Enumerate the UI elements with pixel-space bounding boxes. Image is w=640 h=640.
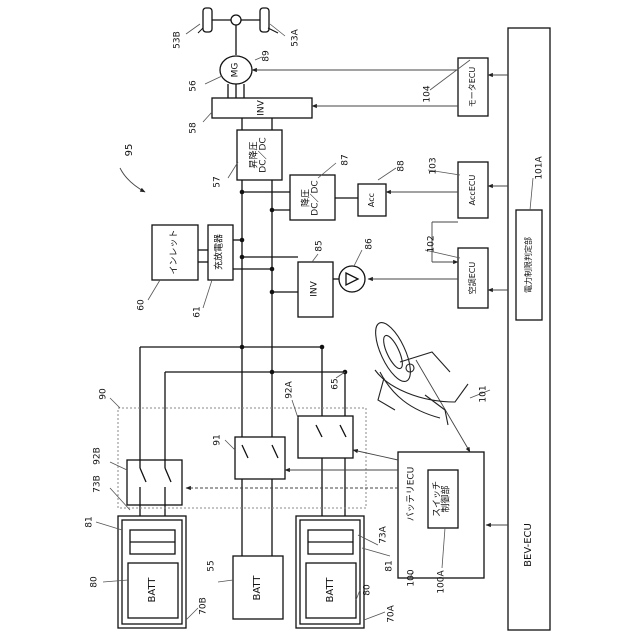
ref-91: 91 <box>214 434 223 445</box>
ref-81-right: 81 <box>386 560 395 571</box>
buck-converter-label: 降圧 DC／DC <box>303 180 322 215</box>
switch-ctrl-line2: 制御部 <box>443 481 452 517</box>
mg-label: MG <box>232 63 241 78</box>
ref-58: 58 <box>190 122 199 133</box>
axle-wheels <box>198 8 278 55</box>
ref-61: 61 <box>194 306 203 317</box>
ref-86: 86 <box>366 238 375 249</box>
ref-85: 85 <box>316 240 325 251</box>
buck-line2: DC／DC <box>312 180 321 215</box>
bev-ecu-label: BEV-ECU <box>524 523 534 567</box>
ref-53a: 53A <box>292 29 301 47</box>
switch-ctrl-label: スイッチ 制御部 <box>434 481 453 517</box>
ref-80-left: 80 <box>91 576 100 587</box>
ref-104: 104 <box>424 85 433 102</box>
battery-ecu-label: バッテリECU <box>408 467 417 522</box>
ref-88: 88 <box>398 160 407 171</box>
ref-102: 102 <box>428 235 437 252</box>
boost-line2: DC／DC <box>260 137 269 172</box>
cockpit-sketch <box>369 318 468 425</box>
switch-92b-box <box>127 460 182 505</box>
switch-92a-box <box>298 416 353 458</box>
ref-90: 90 <box>100 388 109 399</box>
ref-80-right: 80 <box>364 584 373 595</box>
ac-inverter-label: INV <box>311 281 320 297</box>
ref-56: 56 <box>190 80 199 91</box>
ref-57: 57 <box>214 176 223 187</box>
boost-converter-label: 昇降圧 DC／DC <box>251 137 270 172</box>
ref-65: 65 <box>332 378 341 389</box>
ref-70a: 70A <box>388 605 397 623</box>
power-limit-label: 電力制限判定部 <box>525 237 533 293</box>
motor-ecu-label: モータECU <box>469 67 477 108</box>
battery-a-label: BATT <box>326 578 336 603</box>
ref-103: 103 <box>430 157 439 174</box>
ref-53b: 53B <box>174 31 183 49</box>
battery-b-label: BATT <box>148 578 158 603</box>
ref-81-left: 81 <box>86 516 95 527</box>
ref-70b: 70B <box>200 597 209 615</box>
ref-73a: 73A <box>380 526 389 544</box>
ref-55: 55 <box>208 560 217 571</box>
ref-100: 100 <box>408 569 417 586</box>
ref-101a: 101A <box>536 156 545 179</box>
ref-60: 60 <box>138 299 147 310</box>
ref-92b: 92B <box>94 447 103 465</box>
charger-label: 充放電器 <box>216 234 225 270</box>
ref-89: 89 <box>263 50 272 61</box>
ref-100a: 100A <box>438 570 447 593</box>
main-inverter-label: INV <box>258 100 267 116</box>
ref-92a: 92A <box>286 381 295 399</box>
acc-ecu-label: AccECU <box>469 175 477 206</box>
ref-73b: 73B <box>94 475 103 493</box>
accessory-label: Acc <box>368 193 376 207</box>
battery-55-label: BATT <box>253 576 263 601</box>
ac-ecu-label: 空調ECU <box>469 262 477 295</box>
ref-87: 87 <box>342 154 351 165</box>
inlet-label: インレット <box>171 229 180 274</box>
ref-95: 95 <box>125 144 135 157</box>
ref-101: 101 <box>480 385 489 402</box>
